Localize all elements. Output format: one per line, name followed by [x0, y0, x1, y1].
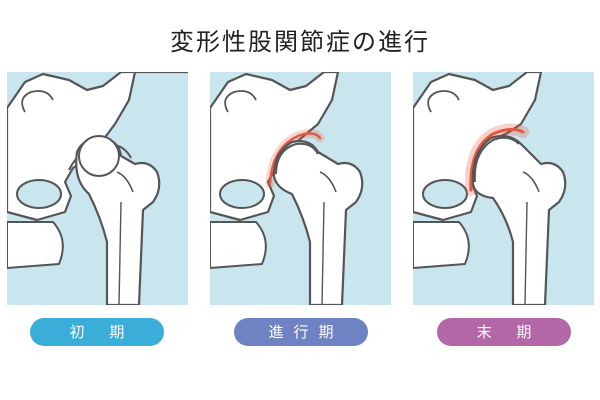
- obturator-foramen: [219, 179, 265, 209]
- stage-label-early: 初 期: [30, 318, 164, 346]
- femur-neck-line: [319, 171, 337, 193]
- late-stage-illustration: [413, 72, 594, 305]
- ischium-bone: [413, 221, 470, 269]
- progressive-stage-illustration: [210, 72, 391, 305]
- collapsed-joint-space: [469, 127, 525, 192]
- pelvis-inner-contour: [21, 90, 54, 113]
- femur-neck-line: [116, 171, 134, 193]
- ischium-bone: [210, 221, 267, 269]
- femur-shaft-line: [118, 201, 122, 305]
- femur-neck-line: [522, 171, 540, 193]
- obturator-foramen: [422, 179, 468, 209]
- stage-label-progressive: 進行期: [234, 318, 368, 346]
- femur-bone: [471, 134, 567, 305]
- stage-label-late: 末 期: [437, 318, 571, 346]
- femoral-head: [78, 135, 120, 177]
- ischium-bone: [7, 221, 64, 269]
- narrowed-joint-space: [268, 132, 322, 186]
- deformed-femoral-head: [275, 142, 319, 175]
- diagram-title: 変形性股関節症の進行: [170, 28, 430, 56]
- flattened-femoral-head: [473, 136, 520, 183]
- early-stage-illustration: [7, 72, 188, 305]
- femur-shaft-line: [524, 201, 528, 305]
- femur-shaft-line: [321, 201, 325, 305]
- femur-bone: [272, 140, 364, 305]
- obturator-foramen: [16, 179, 62, 209]
- pelvis-inner-contour: [427, 90, 460, 113]
- pelvis-inner-contour: [224, 90, 257, 113]
